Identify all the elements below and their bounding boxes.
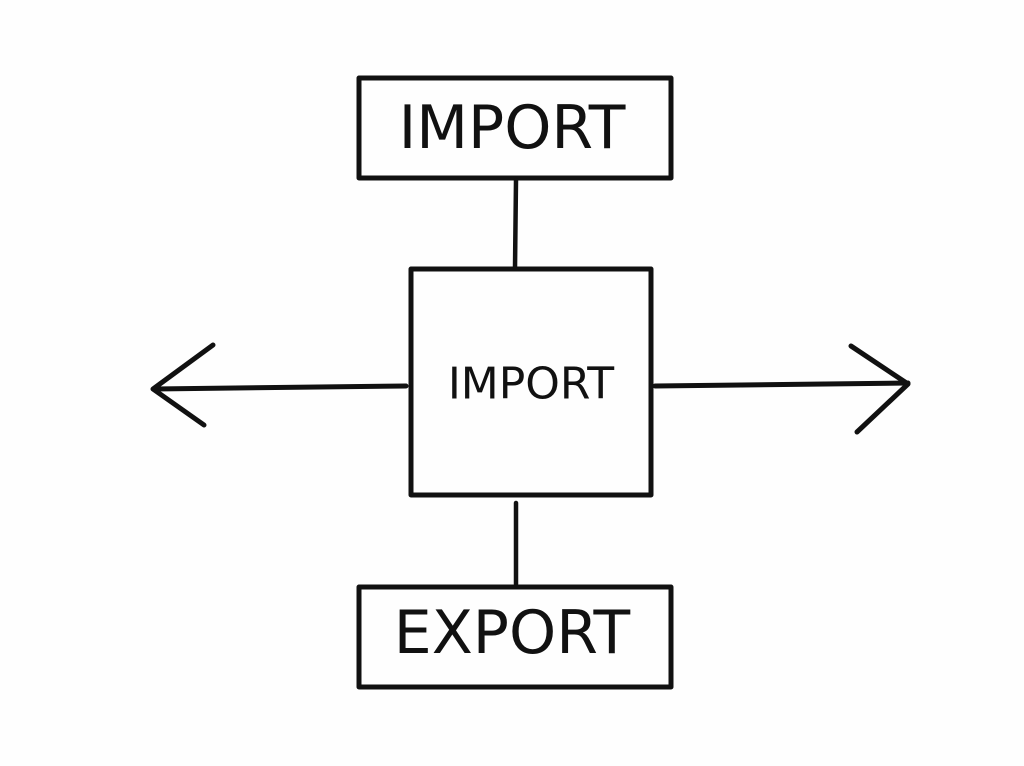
right-arrow-head xyxy=(848,343,911,435)
bottom-box: EXPORT xyxy=(356,584,674,690)
right-arrow xyxy=(652,343,911,435)
left-arrow-head xyxy=(150,342,216,428)
left-arrow-shaft xyxy=(151,383,409,392)
bottom-box-frame xyxy=(356,584,674,690)
right-arrow-shaft xyxy=(652,380,911,389)
top-box: IMPORT xyxy=(356,75,674,181)
top-box-label: IMPORT xyxy=(399,93,626,163)
left-arrow xyxy=(150,342,409,428)
center-box-label: IMPORT xyxy=(448,359,614,410)
center-box: IMPORT xyxy=(408,266,654,498)
center-box-frame xyxy=(408,266,654,498)
bottom-box-label: EXPORT xyxy=(394,598,631,668)
connector-top xyxy=(512,177,519,271)
